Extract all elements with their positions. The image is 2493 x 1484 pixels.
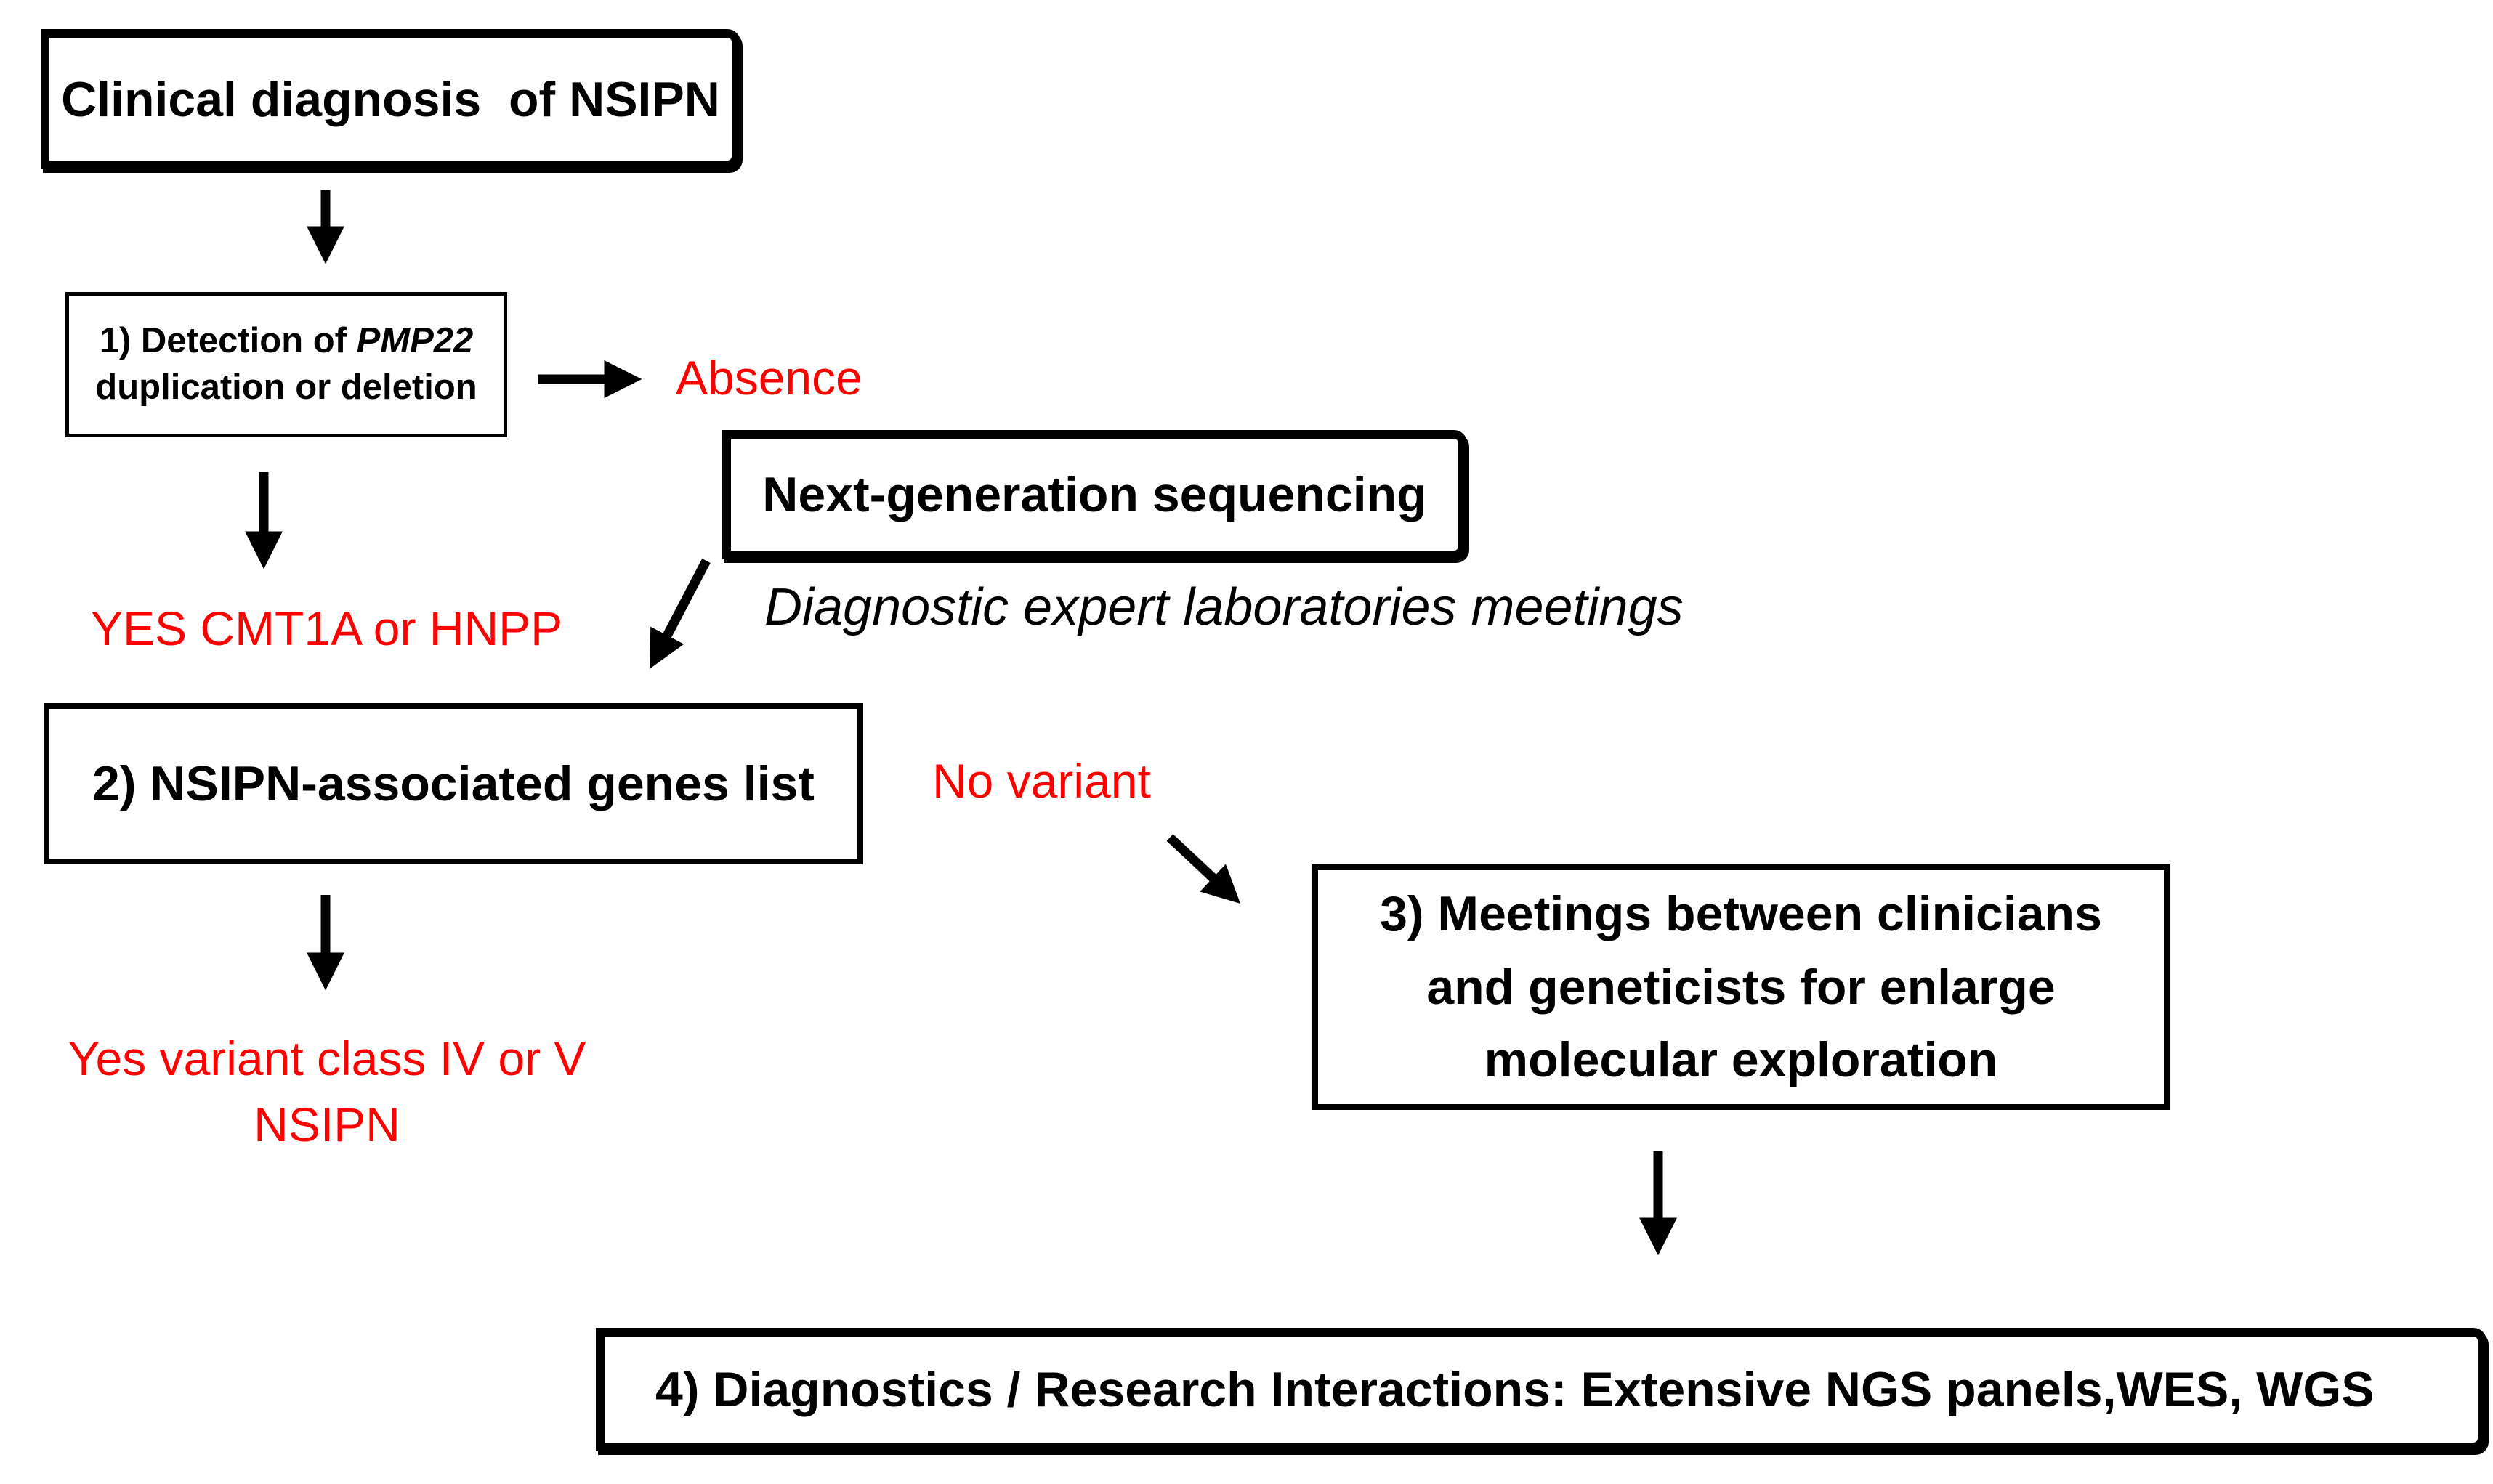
yes-variant-line-2: NSIPN [254, 1098, 400, 1152]
pmp22-detection-line-1: 1) Detection of PMP22 [100, 318, 474, 365]
arrow-no-variant-to-meetings [1166, 834, 1241, 904]
arrow-ngs-to-genes-list [650, 558, 711, 669]
genes-list-box: 2) NSIPN-associated genes list [44, 703, 863, 864]
ngs-box: Next-generation sequencing [722, 430, 1467, 559]
diagnostics-label: 4) Diagnostics / Research Interactions: … [655, 1362, 2375, 1417]
pmp22-detection-box: 1) Detection of PMP22 duplication or del… [65, 292, 507, 437]
meetings-line-1: 3) Meetings between clinicians [1380, 886, 2102, 942]
genes-list-label: 2) NSIPN-associated genes list [92, 756, 815, 811]
ngs-label: Next-generation sequencing [762, 467, 1427, 522]
pmp22-detection-prefix: 1) Detection of [99, 321, 357, 361]
meetings-line-2: and geneticists for enlarge [1426, 959, 2056, 1015]
clinical-diagnosis-box: Clinical diagnosis of NSIPN [41, 29, 740, 169]
yes-variant-line-1: Yes variant class IV or V [68, 1031, 586, 1085]
meetings-box: 3) Meetings between clinicians and genet… [1312, 864, 2170, 1110]
pmp22-gene-name: PMP22 [356, 321, 474, 361]
meetings-line-3: molecular exploration [1484, 1032, 1998, 1088]
yes-cmt-label: YES CMT1A or HNPP [91, 601, 563, 655]
diagnostics-box: 4) Diagnostics / Research Interactions: … [596, 1328, 2486, 1451]
yes-variant-label: Yes variant class IV or V NSIPN [29, 1026, 625, 1158]
pmp22-detection-line-2: duplication or deletion [95, 368, 477, 407]
no-variant-label: No variant [932, 754, 1151, 808]
expert-meetings-label: Diagnostic expert laboratories meetings [764, 578, 1684, 636]
clinical-diagnosis-label: Clinical diagnosis of NSIPN [61, 71, 720, 127]
absence-label: Absence [676, 351, 862, 405]
